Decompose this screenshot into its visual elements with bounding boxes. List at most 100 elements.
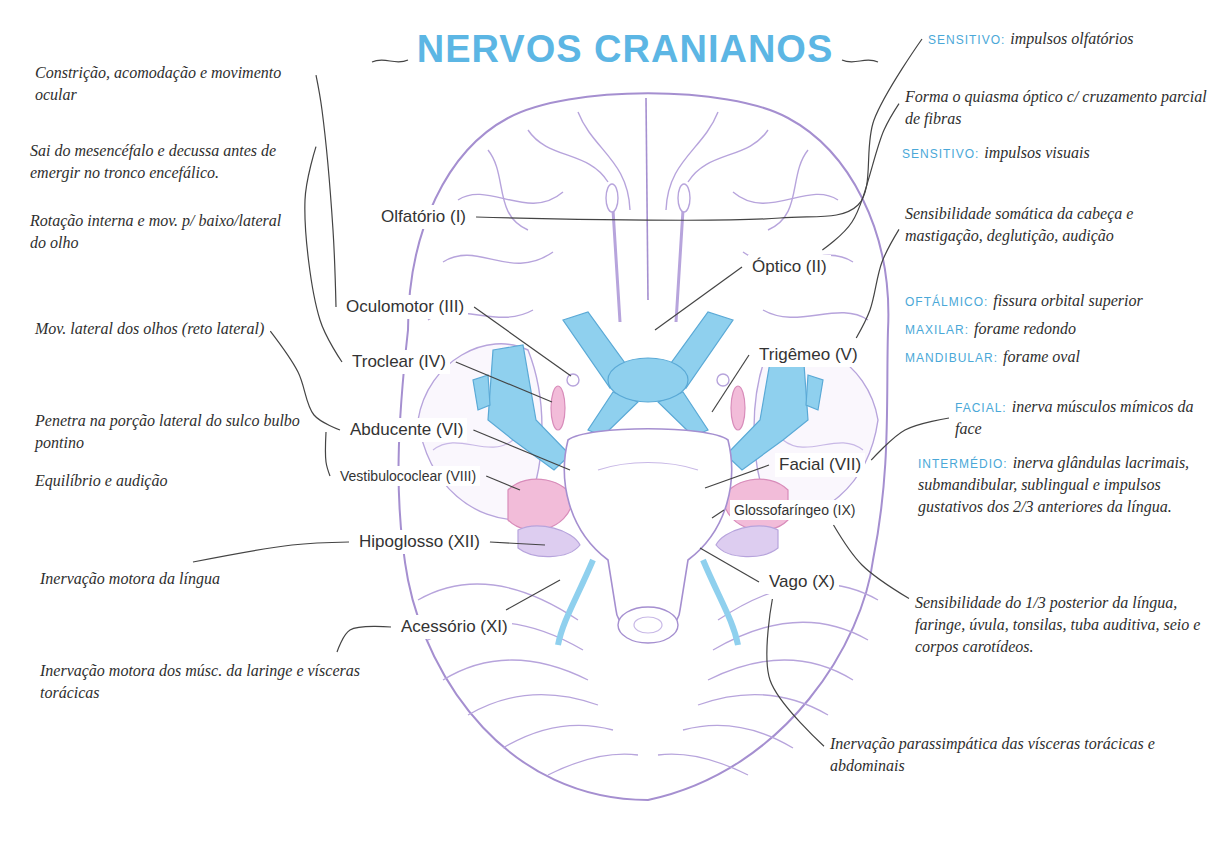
note-text: Equilíbrio e audição xyxy=(35,472,167,489)
note-group: INTERMÉDIO:inerva glândulas lacrimais, s… xyxy=(918,452,1216,518)
leader-line xyxy=(712,510,724,518)
nerve-label: Vestibulococlear (VIII) xyxy=(340,468,476,484)
spinal-cord xyxy=(618,607,678,643)
nerve-label: Glossofaríngeo (IX) xyxy=(734,502,855,518)
leader-line xyxy=(856,229,899,338)
note-text: forame redondo xyxy=(974,320,1076,337)
note-text: Penetra na porção lateral do sulco bulbo… xyxy=(35,412,300,451)
nerve-label-box: Abducente (VI) xyxy=(346,418,467,442)
nerve-label-box: Facial (VII) xyxy=(775,453,865,477)
nerve-label: Óptico (II) xyxy=(752,257,827,276)
nerve-label: Abducente (VI) xyxy=(350,420,463,439)
category-tag: MANDIBULAR: xyxy=(905,351,998,365)
category-tag: OFTÁLMICO: xyxy=(905,295,988,309)
nerve-label-box: Olfatório (I) xyxy=(377,205,470,229)
leader-line xyxy=(473,430,570,470)
note-text: Constrição, acomodação e movimento ocula… xyxy=(35,64,281,103)
leader-line xyxy=(705,465,769,488)
leader-line xyxy=(193,542,349,562)
category-tag: INTERMÉDIO: xyxy=(918,457,1008,471)
note-group: SENSITIVO: impulsos visuais xyxy=(902,142,1090,164)
category-tag: SENSITIVO: xyxy=(902,147,979,161)
note-group: FACIAL:inerva músculos mímicos da face xyxy=(955,396,1210,440)
note-text: fissura orbital superior xyxy=(993,292,1142,309)
leader-line xyxy=(316,75,336,307)
nerve-label: Trigêmeo (V) xyxy=(759,345,858,364)
note-text: Forma o quiasma óptico c/ cruzamento par… xyxy=(905,88,1207,127)
nerve-label-box: Acessório (XI) xyxy=(397,615,512,639)
category-tag: SENSITIVO: xyxy=(928,33,1005,47)
nerve-label: Oculomotor (III) xyxy=(346,297,464,316)
nerve-label-box: Vago (X) xyxy=(765,570,839,594)
leader-line xyxy=(305,147,342,362)
leader-line xyxy=(490,542,545,545)
note-text: Mov. lateral dos olhos (reto lateral) xyxy=(35,320,264,337)
note-group: Penetra na porção lateral do sulco bulbo… xyxy=(35,410,320,454)
note-text: forame oval xyxy=(1003,348,1080,365)
optic-chiasm xyxy=(608,358,688,402)
note-group: Sai do mesencéfalo e decussa antes de em… xyxy=(30,140,310,184)
note-group: Inervação motora da língua xyxy=(40,568,220,590)
leader-line xyxy=(712,355,749,412)
note-group: Mov. lateral dos olhos (reto lateral) xyxy=(35,318,264,340)
leader-line xyxy=(700,548,759,582)
leader-line xyxy=(337,626,391,652)
leader-line xyxy=(871,418,949,460)
nerve-label-box: Óptico (II) xyxy=(748,255,831,279)
nerve-label-box: Troclear (IV) xyxy=(348,350,450,374)
brain xyxy=(399,93,889,800)
note-text: impulsos visuais xyxy=(984,144,1089,161)
note-group: Sensibilidade somática da cabeça e masti… xyxy=(905,203,1210,247)
nerve-label: Acessório (XI) xyxy=(401,617,508,636)
leader-line xyxy=(325,432,330,476)
nerve-label: Troclear (IV) xyxy=(352,352,446,371)
note-text: Inervação motora dos músc. da laringe e … xyxy=(40,662,360,701)
category-tag: MAXILAR: xyxy=(905,323,969,337)
note-text: Sensibilidade somática da cabeça e masti… xyxy=(905,205,1133,244)
note-text: Sensibilidade do 1/3 posterior da língua… xyxy=(915,594,1200,655)
note-text: Inervação parassimpática das vísceras to… xyxy=(830,735,1155,774)
leader-line xyxy=(506,580,560,610)
note-group: Sensibilidade do 1/3 posterior da língua… xyxy=(915,592,1215,658)
note-group: Forma o quiasma óptico c/ cruzamento par… xyxy=(905,86,1210,130)
brainstem xyxy=(564,429,731,633)
note-text: Rotação interna e mov. p/ baixo/lateral … xyxy=(30,212,281,251)
nerve-label: Vago (X) xyxy=(769,572,835,591)
note-group: Inervação parassimpática das vísceras to… xyxy=(830,733,1175,777)
note-group: Equilíbrio e audição xyxy=(35,470,167,492)
nerve-label-box: Oculomotor (III) xyxy=(342,295,468,319)
note-text: impulsos olfatórios xyxy=(1010,30,1133,47)
leader-line xyxy=(834,525,909,599)
leader-line xyxy=(474,307,571,376)
leader-line xyxy=(456,362,552,402)
nerve-label: Olfatório (I) xyxy=(381,207,466,226)
note-group: Constrição, acomodação e movimento ocula… xyxy=(35,62,310,106)
note-group: SENSITIVO: impulsos olfatórios xyxy=(928,28,1134,50)
fissure xyxy=(646,98,648,300)
pons-line xyxy=(598,463,698,471)
note-group: MANDIBULAR: forame oval xyxy=(905,346,1080,368)
brain-outline xyxy=(399,93,889,800)
note-text: Sai do mesencéfalo e decussa antes de em… xyxy=(30,142,276,181)
leader-line xyxy=(486,476,520,490)
category-tag: FACIAL: xyxy=(955,401,1007,415)
nerve-label-box: Hipoglosso (XII) xyxy=(355,530,484,554)
nerve-label: Facial (VII) xyxy=(779,455,861,474)
note-group: MAXILAR: forame redondo xyxy=(905,318,1076,340)
title-flourish xyxy=(372,60,408,62)
spinal-cord-core xyxy=(634,617,662,633)
note-group: Inervação motora dos músc. da laringe e … xyxy=(40,660,370,704)
nerve-label-box: Vestibulococlear (VIII) xyxy=(336,466,480,486)
leader-line xyxy=(655,267,742,330)
title-flourish xyxy=(842,60,878,62)
nerve-label-box: Glossofaríngeo (IX) xyxy=(730,500,859,520)
nerve-label-box: Trigêmeo (V) xyxy=(755,343,862,367)
diagram-title: NERVOS CRANIANOS xyxy=(385,28,865,71)
note-group: Rotação interna e mov. p/ baixo/lateral … xyxy=(30,210,300,254)
nerve-label: Hipoglosso (XII) xyxy=(359,532,480,551)
note-text: Inervação motora da língua xyxy=(40,570,220,587)
leader-line xyxy=(822,104,899,250)
note-group: OFTÁLMICO: fissura orbital superior xyxy=(905,290,1143,312)
